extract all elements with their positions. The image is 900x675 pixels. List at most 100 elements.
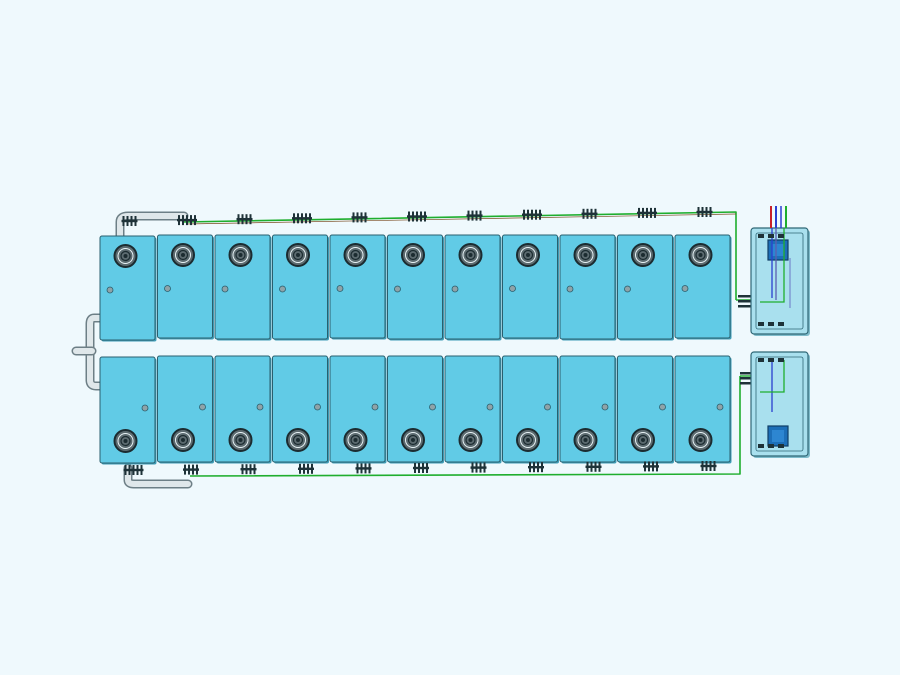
coolant-pipe xyxy=(115,211,189,241)
terminal-connector-icon xyxy=(696,207,713,217)
control-box xyxy=(750,351,810,458)
battery-module xyxy=(617,355,674,464)
module-row-bottom xyxy=(99,355,732,465)
terminal-connector-icon xyxy=(758,322,764,326)
battery-module xyxy=(617,234,674,341)
battery-module xyxy=(272,355,329,464)
cooling-fan-icon xyxy=(228,428,253,452)
green-lead xyxy=(185,213,737,225)
battery-module xyxy=(674,234,732,340)
vent-plug-icon xyxy=(199,403,206,411)
cooling-fan-icon xyxy=(401,243,425,267)
terminal-connector-icon xyxy=(740,372,754,375)
vent-plug-icon xyxy=(314,403,321,411)
terminal-connector-icon xyxy=(637,207,657,218)
cooling-fan-icon xyxy=(458,428,483,452)
terminal-connector-icon xyxy=(240,464,257,475)
terminal-connector-icon xyxy=(355,463,372,474)
cooling-fan-icon xyxy=(573,428,598,452)
terminal-connector-icon xyxy=(585,461,602,472)
terminal-connector-icon xyxy=(758,234,764,238)
control-box xyxy=(750,227,810,336)
cooling-fan-icon xyxy=(458,243,483,267)
battery-module xyxy=(214,234,272,341)
cooling-fan-icon xyxy=(631,243,655,267)
terminal-connector-icon xyxy=(351,212,368,223)
battery-module xyxy=(559,234,617,341)
battery-module xyxy=(444,234,502,341)
battery-module xyxy=(387,355,444,464)
cooling-fan-icon xyxy=(113,244,138,268)
battery-module xyxy=(502,355,559,464)
vent-plug-icon xyxy=(141,404,149,412)
battery-module xyxy=(502,234,559,340)
cooling-fan-icon xyxy=(343,243,368,267)
module-row-top xyxy=(99,234,732,342)
vent-plug-icon xyxy=(256,403,264,411)
terminal-connector-icon xyxy=(643,461,659,472)
cooling-fan-icon xyxy=(171,243,195,267)
battery-module xyxy=(329,355,387,464)
battery-module xyxy=(559,355,617,464)
terminal-connector-icon xyxy=(292,213,312,224)
terminal-connector-icon xyxy=(768,234,774,238)
green-lead xyxy=(183,211,737,300)
cooling-fan-icon xyxy=(228,243,253,267)
terminal-connector-icon xyxy=(768,358,774,362)
cooling-fan-icon xyxy=(113,429,138,453)
battery-module xyxy=(99,356,157,465)
vent-plug-icon xyxy=(371,403,379,411)
vent-plug-icon xyxy=(106,286,114,294)
cooling-fan-icon xyxy=(286,428,310,452)
vent-plug-icon xyxy=(221,285,229,293)
vent-plug-icon xyxy=(544,403,551,411)
terminal-connector-icon xyxy=(121,216,138,226)
terminal-connector-icon xyxy=(183,464,199,475)
battery-module xyxy=(99,235,157,342)
terminal-connector-icon xyxy=(470,462,487,473)
cooling-fan-icon xyxy=(343,428,368,452)
vent-plug-icon xyxy=(601,403,609,411)
terminal-connector-icon xyxy=(778,444,784,448)
terminal-connector-icon xyxy=(768,444,774,448)
cooling-fan-icon xyxy=(688,243,713,267)
terminal-connector-icon xyxy=(522,209,542,220)
terminal-connector-icon xyxy=(758,358,764,362)
terminal-connector-icon xyxy=(738,300,752,303)
battery-module xyxy=(157,234,214,340)
battery-module xyxy=(387,234,444,341)
terminal-connector-icon xyxy=(778,322,784,326)
terminal-connector-icon xyxy=(768,322,774,326)
cooling-fan-icon xyxy=(688,428,713,452)
terminal-connector-icon xyxy=(177,215,197,226)
terminal-connector-icon xyxy=(778,358,784,362)
cooling-fan-icon xyxy=(286,243,310,267)
vent-plug-icon xyxy=(279,285,286,293)
cooling-fan-icon xyxy=(516,243,540,267)
terminal-connector-icon xyxy=(740,382,754,385)
vent-plug-icon xyxy=(624,285,631,293)
green-lead xyxy=(189,376,741,477)
cooling-fan-icon xyxy=(171,428,195,452)
terminal-connector-icon xyxy=(581,208,598,219)
vent-plug-icon xyxy=(659,403,666,411)
vent-plug-icon xyxy=(566,285,574,293)
terminal-connector-icon xyxy=(236,214,253,225)
coolant-pipe xyxy=(123,463,193,489)
vent-plug-icon xyxy=(451,285,459,293)
battery-module xyxy=(444,355,502,464)
cooling-fan-icon xyxy=(516,428,540,452)
terminal-connector-icon xyxy=(407,211,427,222)
connector-rail xyxy=(121,207,754,475)
vent-plug-icon xyxy=(164,285,171,292)
vent-plug-icon xyxy=(429,403,436,411)
controller-stack xyxy=(750,206,810,458)
cooling-fan-icon xyxy=(573,243,598,267)
battery-module xyxy=(674,355,732,464)
vent-plug-icon xyxy=(394,285,401,293)
vent-plug-icon xyxy=(509,285,516,292)
terminal-connector-icon xyxy=(466,210,483,221)
terminal-connector-icon xyxy=(413,463,429,473)
cooling-fan-icon xyxy=(401,428,425,452)
